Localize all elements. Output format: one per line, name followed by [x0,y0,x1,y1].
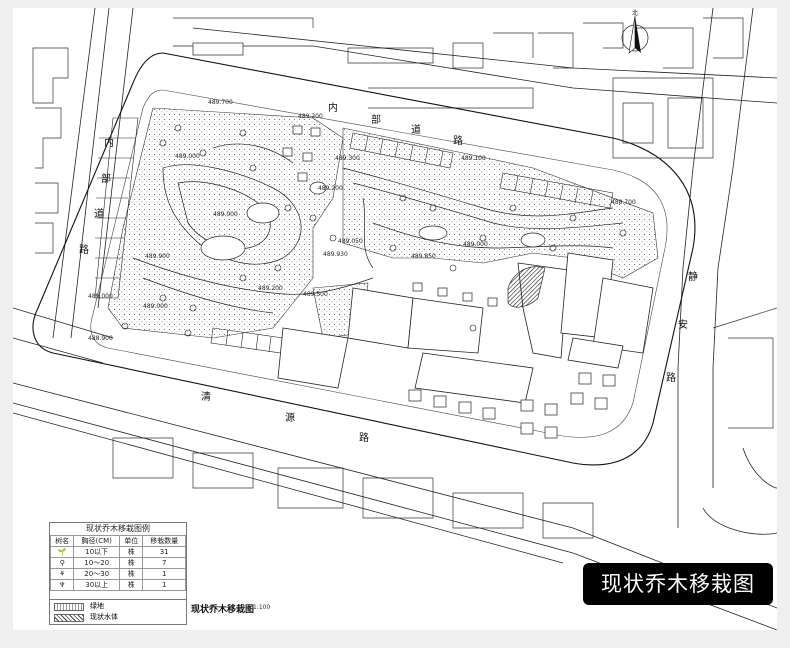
road-label-right-3: 路 [666,371,676,384]
legend-header: 胸径(CM) [73,535,121,547]
tree-symbol-icon: ♆ [49,579,75,591]
tree-symbol-icon: ⚘ [49,568,75,580]
elevation-label: 489.200 [298,113,323,120]
elevation-label: 489.000 [463,241,488,248]
road-label-top-2: 部 [371,113,381,126]
elevation-label: 489.050 [338,238,363,245]
legend-dbh: 30以上 [73,579,121,591]
road-network [13,8,777,630]
north-label: 北 [632,9,638,17]
legend-dbh: 10〜20 [73,557,121,569]
area-legend-label: 绿地 [90,602,104,610]
elevation-label: 489.000 [213,211,238,218]
elevation-label: 489.500 [303,291,328,298]
inner-boundary [90,89,668,438]
elevation-label: 489.000 [143,303,168,310]
road-label-left-1: 内 [104,136,114,149]
legend-header: 树名 [49,535,75,547]
drawing-sheet: 北 内 部 道 路 内 部 道 路 静 安 路 清 源 路 489.700 [13,8,777,630]
drawing-scale: 1:100 [253,604,271,611]
elevation-label: 489.700 [208,99,233,106]
green-swatch-icon [54,603,84,611]
legend-unit: 株 [119,546,144,558]
road-labels: 内 部 道 路 内 部 道 路 静 安 路 清 源 路 [79,101,698,444]
legend-count: 1 [142,579,186,591]
water-body [507,266,546,308]
area-legend: 绿地 现状水体 [49,599,187,625]
legend-count: 1 [142,568,186,580]
site-plan: 北 内 部 道 路 内 部 道 路 静 安 路 清 源 路 489.700 [13,8,777,630]
area-legend-row: 绿地 [50,601,186,612]
legend-dbh: 10以下 [73,546,121,558]
elevation-label: 489.900 [145,253,170,260]
site-boundary [32,52,696,466]
legend-row: ⚘ 20〜30 株 1 [49,568,186,580]
elevation-label: 489.000 [175,153,200,160]
legend-dbh: 20〜30 [73,568,121,580]
elevation-label: 489.200 [258,285,283,292]
elevation-label: 489.300 [335,155,360,162]
legend-unit: 株 [119,568,144,580]
small-pavilions [192,42,616,439]
road-label-bottom-3: 路 [359,431,369,444]
road-label-top-4: 路 [453,134,463,147]
water-swatch-icon [54,614,84,622]
road-label-bottom-1: 清 [201,390,211,403]
road-label-left-3: 道 [94,207,104,220]
title-badge: 现状乔木移栽图 [583,563,773,605]
road-label-top-1: 内 [328,101,338,114]
legend-unit: 株 [119,579,144,591]
elevation-label: 489.930 [323,251,348,258]
feature-ellipses [200,181,546,261]
legend-row: ⚲ 10〜20 株 7 [49,557,186,569]
legend-count: 7 [142,557,186,569]
tree-symbols [121,124,627,337]
road-label-top-3: 道 [411,123,421,136]
legend-unit: 株 [119,557,144,569]
road-label-left-4: 路 [79,243,89,256]
road-label-left-2: 部 [101,172,111,185]
elevation-label: 488.700 [611,199,636,206]
area-legend-label: 现状水体 [90,613,118,621]
elevation-label: 488.900 [88,335,113,342]
road-label-bottom-2: 源 [285,411,295,424]
road-label-right-1: 静 [688,270,698,283]
elevation-labels: 489.700 489.200 489.000 489.300 489.100 … [88,99,636,342]
elevation-label: 489.850 [411,253,436,260]
parking-left [94,117,139,299]
legend-header-row: 树名 胸径(CM) 单位 移栽数量 [49,535,186,547]
legend-count: 31 [142,546,186,558]
tree-symbol-icon: 🌱 [49,546,75,558]
legend-row: ♆ 30以上 株 1 [49,579,186,591]
legend-grid: 树名 胸径(CM) 单位 移栽数量 🌱 10以下 株 31 ⚲ 10〜20 株 … [49,535,186,591]
surrounding-buildings [32,17,777,539]
area-legend-row: 现状水体 [50,612,186,623]
elevation-label: 489.200 [318,185,343,192]
tree-symbol-icon: ⚲ [49,557,75,569]
legend-header: 单位 [119,535,144,547]
elevation-label: 489.000 [88,293,113,300]
elevation-label: 489.100 [461,155,486,162]
legend-row: 🌱 10以下 株 31 [49,546,186,558]
drawing-title: 现状乔木移栽图 [191,605,255,615]
road-label-right-2: 安 [678,318,688,331]
north-arrow [621,15,649,54]
legend-header: 移栽数量 [142,535,186,547]
